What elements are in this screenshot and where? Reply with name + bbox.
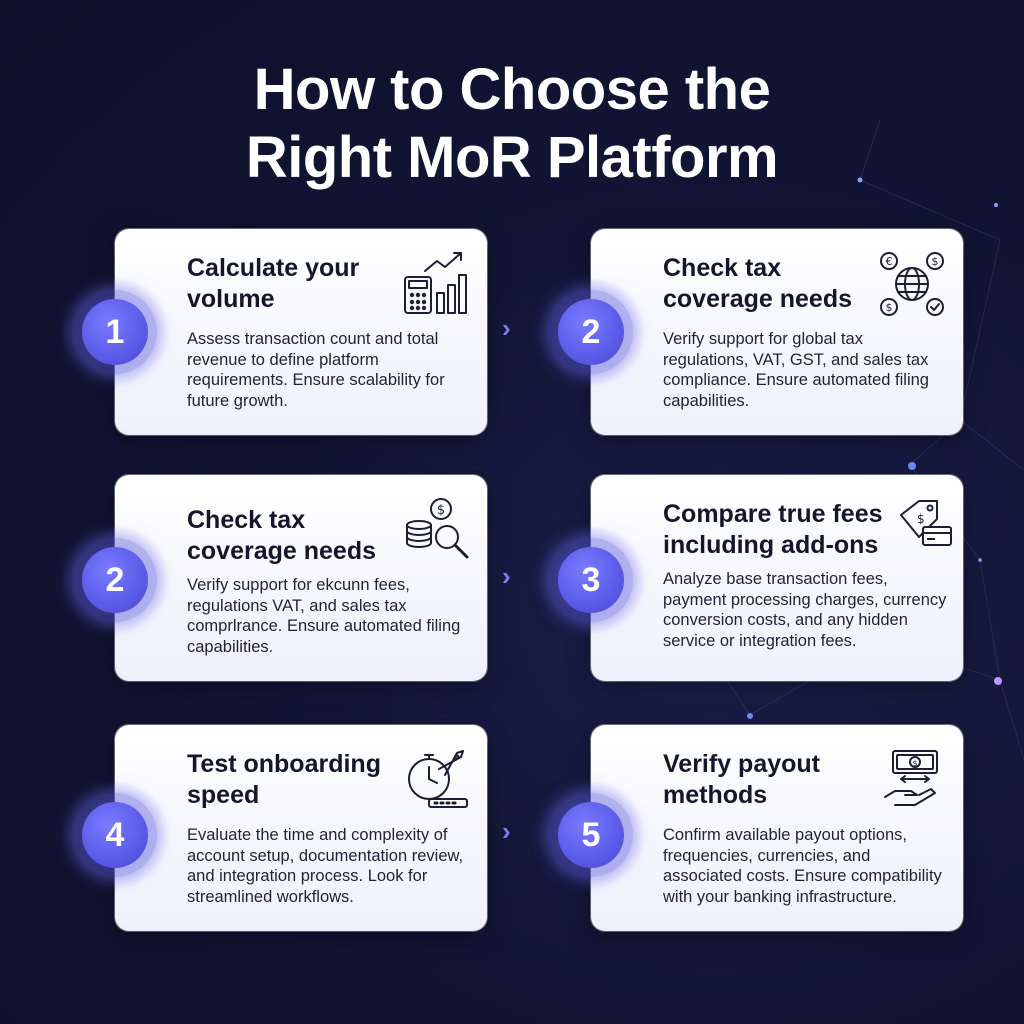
step-heading: Compare true fees including add-ons	[663, 500, 883, 559]
step-number-badge-4: 3	[537, 526, 645, 634]
step-description: Verify support for ekcunn fees, regulati…	[187, 576, 461, 656]
step-number: 1	[82, 299, 148, 365]
step-card-4: Compare true fees including add-ons Anal…	[591, 475, 963, 681]
connector-arrow: ›	[502, 561, 511, 591]
title-line-2: Right MoR Platform	[245, 125, 779, 190]
svg-text:€: €	[886, 255, 893, 268]
step-description: Analyze base transaction fees, payment p…	[663, 570, 947, 650]
step-heading: Check tax coverage needs	[187, 506, 376, 565]
step-description: Confirm available payout options, freque…	[663, 826, 942, 906]
price-tag-card-icon: $	[900, 500, 952, 546]
step-number-badge-2: 2	[537, 278, 645, 386]
connector-arrow: ›	[502, 816, 511, 846]
step-heading: Calculate your volume	[187, 254, 360, 313]
title-line-1: How to Choose the	[253, 57, 771, 122]
coins-magnifier-icon: $	[406, 498, 469, 559]
step-number-badge-3: 2	[61, 526, 169, 634]
step-card-3: Check tax coverage needs Verify support …	[115, 475, 487, 681]
step-number: 2	[82, 547, 148, 613]
step-card-2: Check tax coverage needs Verify support …	[591, 229, 963, 435]
step-description: Verify support for global tax regulation…	[663, 330, 929, 410]
step-description: Evaluate the time and complexity of acco…	[187, 826, 464, 906]
page-title: How to Choose the Right MoR Platform	[0, 56, 1024, 192]
step-number-badge-6: 5	[537, 781, 645, 889]
svg-text:$: $	[886, 301, 893, 314]
svg-text:$: $	[912, 759, 917, 768]
calculator-growth-chart-icon	[404, 252, 467, 314]
svg-text:$: $	[437, 503, 445, 518]
step-number: 2	[558, 299, 624, 365]
step-number: 3	[558, 547, 624, 613]
step-card-6: Verify payout methods Confirm available …	[591, 725, 963, 931]
step-heading: Check tax coverage needs	[663, 254, 852, 313]
step-heading: Test onboarding speed	[187, 750, 381, 809]
stopwatch-rocket-icon	[408, 750, 468, 808]
step-number: 4	[82, 802, 148, 868]
step-number-badge-5: 4	[61, 781, 169, 889]
step-heading: Verify payout methods	[663, 750, 820, 809]
svg-text:$: $	[917, 512, 925, 526]
step-card-5: Test onboarding speed Evaluate the time …	[115, 725, 487, 931]
globe-currency-icon: € $ $	[880, 252, 944, 316]
step-description: Assess transaction count and total reven…	[187, 330, 445, 410]
step-number: 5	[558, 802, 624, 868]
step-number-badge-1: 1	[61, 278, 169, 386]
hand-banknote-icon: $	[884, 750, 938, 806]
step-card-1: Calculate your volume Assess transaction…	[115, 229, 487, 435]
svg-text:$: $	[932, 255, 939, 268]
connector-arrow: ›	[502, 313, 511, 343]
